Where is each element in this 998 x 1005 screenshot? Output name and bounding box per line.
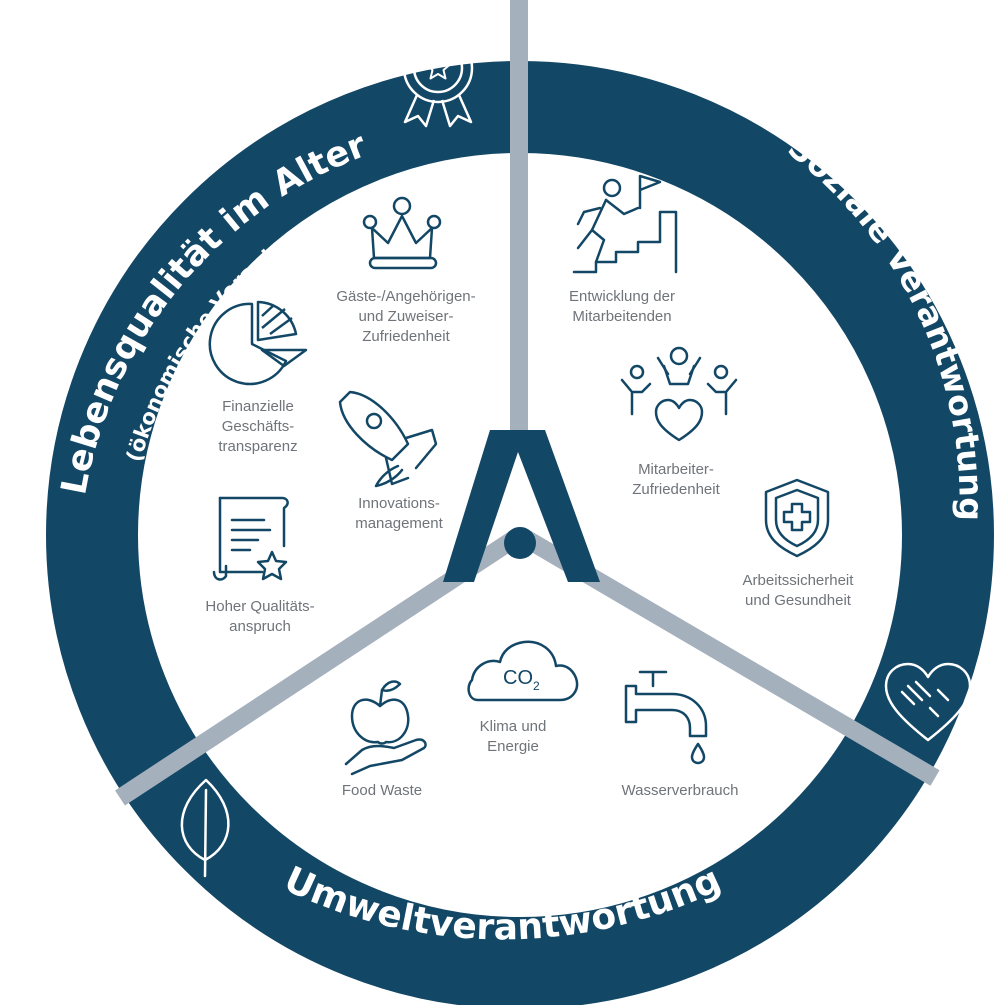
co2-subscript: 2 [533, 679, 540, 693]
label-staff-development: Entwicklung der Mitarbeitenden [569, 288, 675, 325]
handshake-heart-icon [884, 662, 972, 742]
label-quality: Hoher Qualitäts- anspruch [205, 598, 315, 635]
label-safety-health: Arbeitssicherheit und Gesundheit [742, 572, 854, 609]
apple-hand-icon [344, 680, 427, 776]
leaf-icon [180, 778, 230, 878]
center-logo [443, 430, 600, 582]
award-badge-icon [402, 32, 474, 128]
co2-cloud-icon: CO 2 [467, 640, 579, 702]
co2-text: CO [503, 667, 533, 689]
label-water: Wasserverbrauch [621, 782, 739, 799]
water-tap-icon [624, 670, 708, 765]
team-heart-icon [620, 346, 738, 442]
crown-icon [362, 196, 442, 270]
label-guest-satisfaction: Gäste-/Angehörigen- und Zuweiser- Zufrie… [336, 288, 476, 345]
shield-cross-icon [764, 478, 830, 558]
label-financial-transparency: Finanzielle Geschäfts- transparenz [218, 398, 298, 455]
label-innovation: Innovations- management [355, 495, 443, 532]
label-staff-satisfaction: Mitarbeiter- Zufriedenheit [632, 461, 720, 498]
certificate-icon [212, 496, 289, 581]
label-food-waste: Food Waste [341, 782, 423, 799]
rocket-icon [338, 390, 438, 488]
climbing-stairs-icon [572, 174, 678, 274]
pie-chart-icon [208, 300, 308, 386]
label-climate-energy: Klima und Energie [479, 718, 547, 755]
